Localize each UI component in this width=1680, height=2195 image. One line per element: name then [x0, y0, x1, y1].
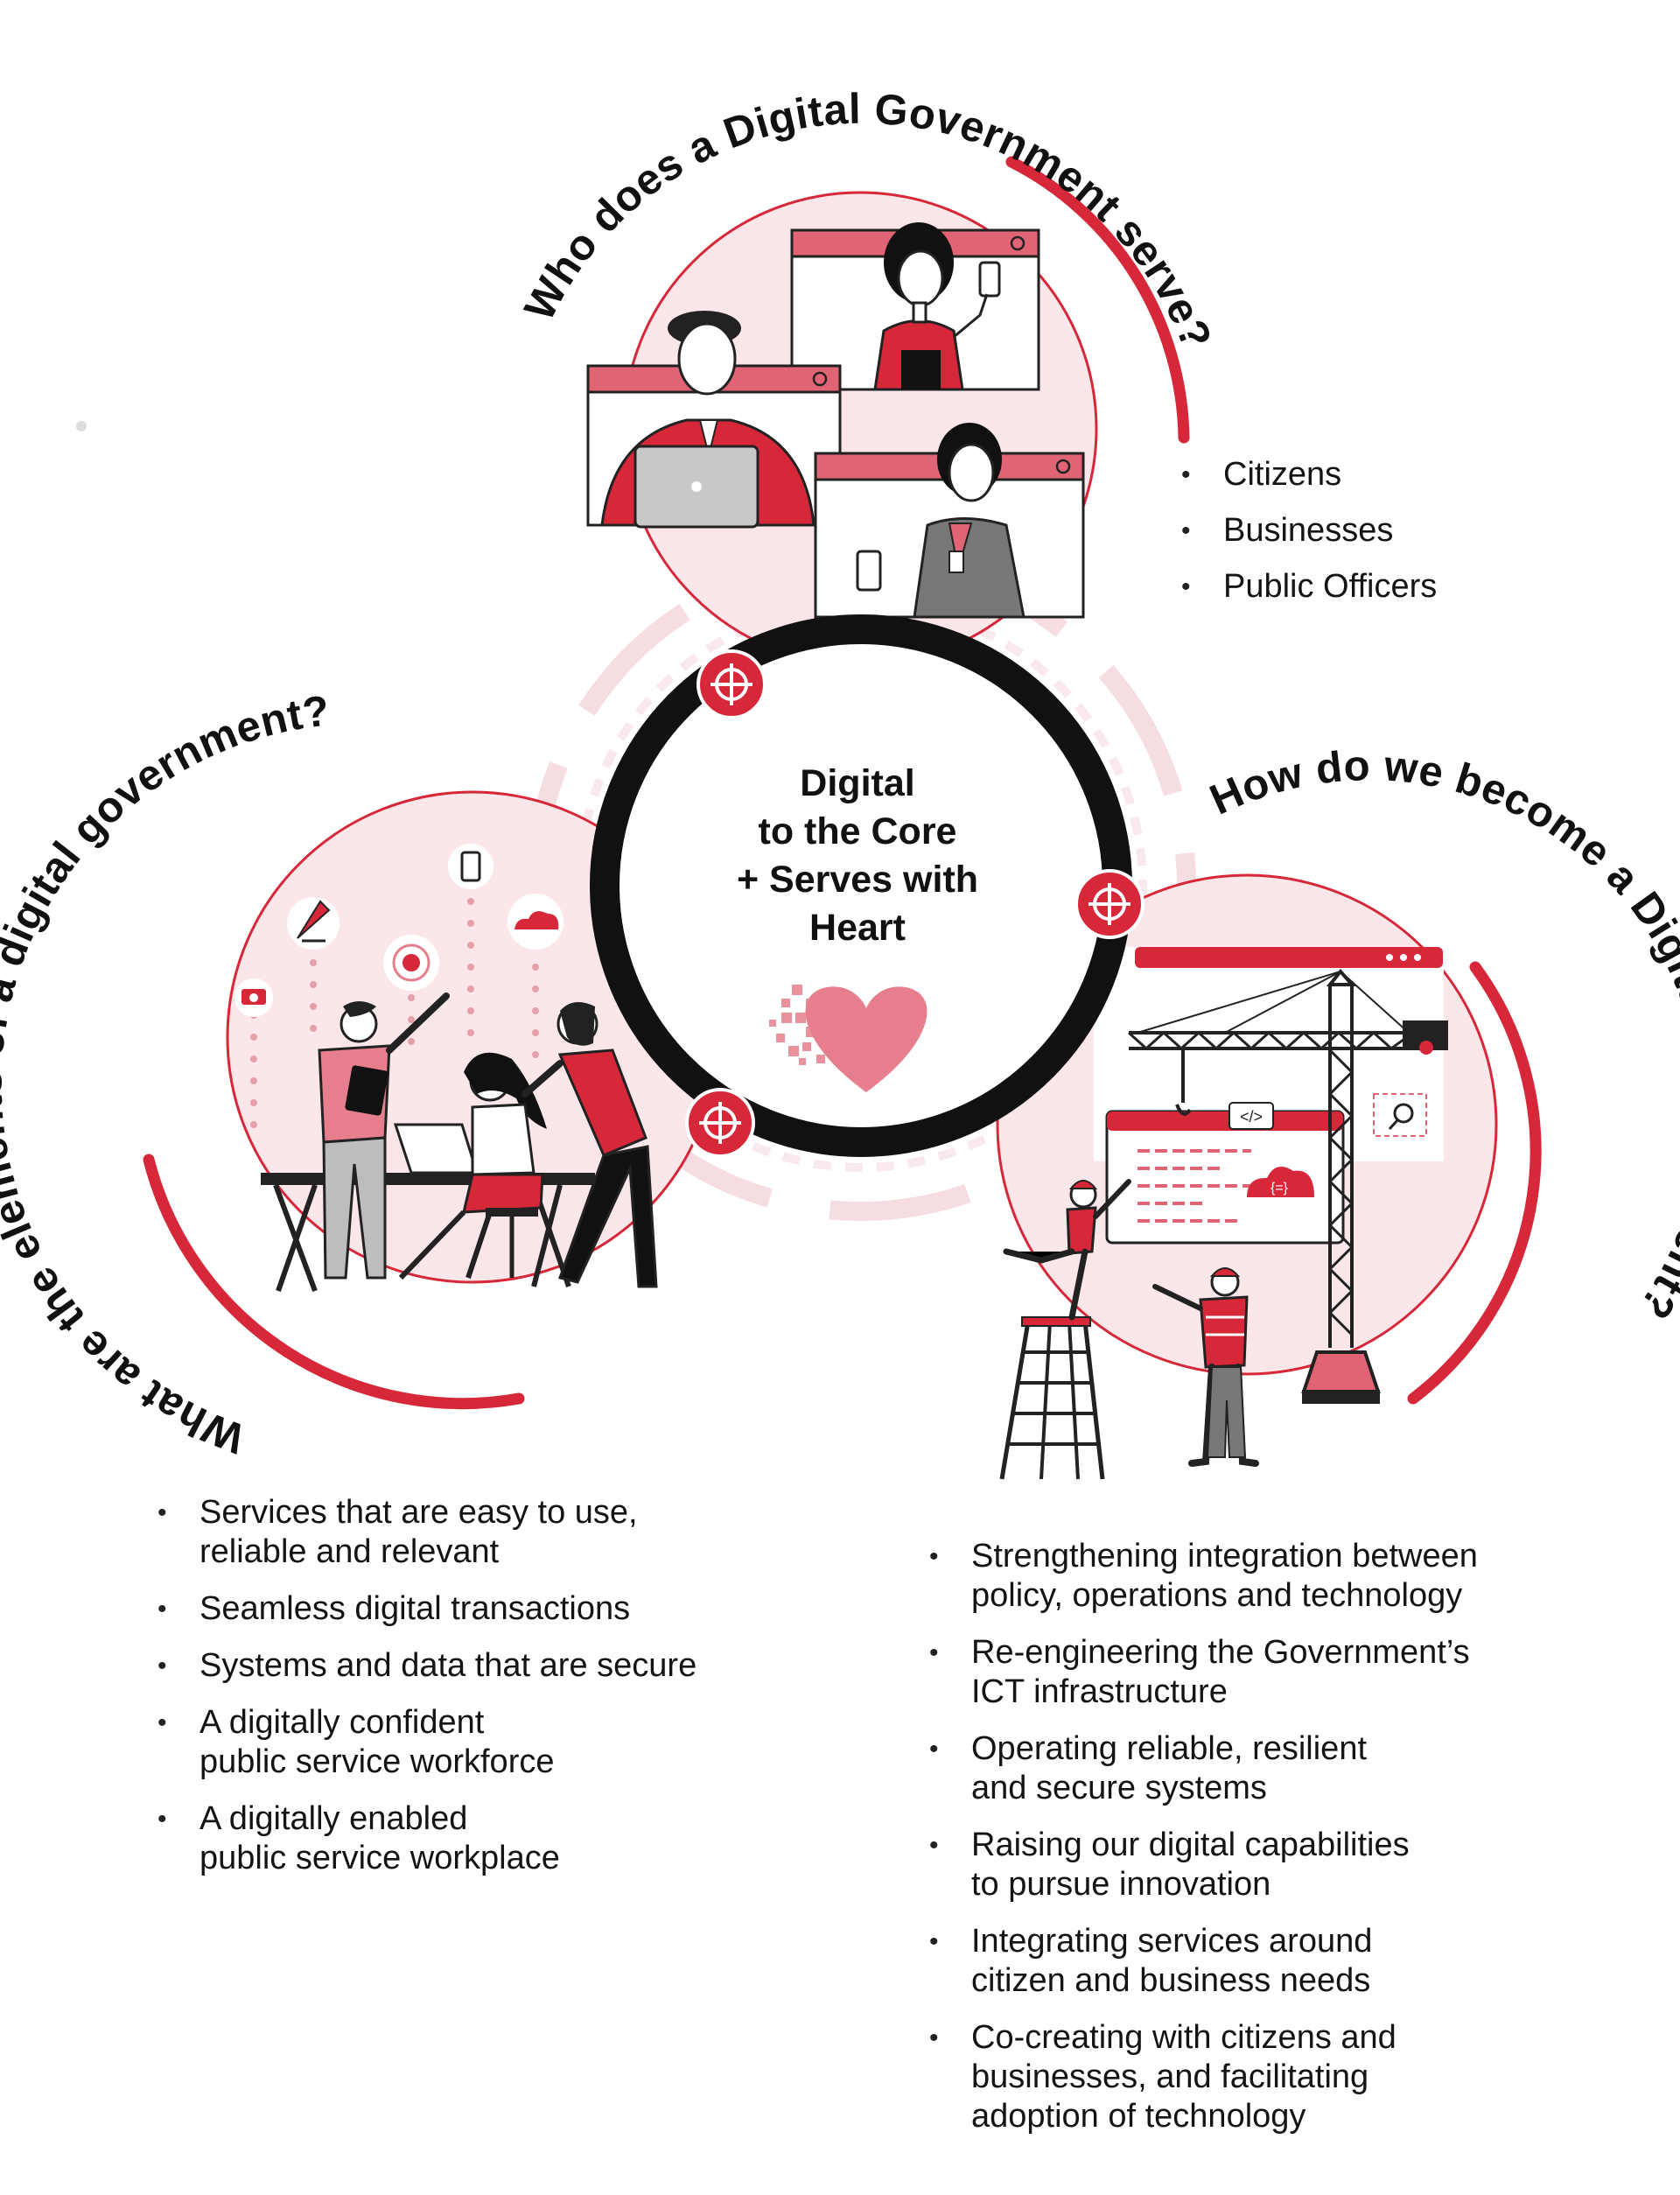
- list-item: Seamless digital transactions: [158, 1589, 696, 1629]
- stray-dot: [76, 421, 87, 431]
- serve-accent-arc: [1005, 156, 1190, 444]
- list-item: Public Officers: [1181, 567, 1437, 607]
- heart-icon: [769, 985, 928, 1092]
- crane-illustration: [1127, 968, 1448, 1404]
- core-line-2: to the Core: [758, 810, 957, 852]
- search-icon: [1388, 1103, 1414, 1131]
- elements-list: Services that are easy to use, reliable …: [158, 1493, 696, 1896]
- crosshair-icon: [1074, 869, 1144, 939]
- digital-government-diagram: Who does a Digital Government serve?: [0, 86, 1680, 1480]
- satellite-icon: [287, 897, 340, 950]
- standing-worker-illustration: [1152, 1267, 1259, 1467]
- officer-window: [814, 423, 1085, 619]
- touch-icon: [383, 935, 439, 991]
- list-item: Integrating services around citizen and …: [929, 1922, 1478, 2001]
- core-line-1: Digital: [800, 762, 915, 804]
- cloud-icon: [1247, 1167, 1314, 1197]
- phone-icon: [448, 844, 494, 889]
- elements-accent-arc: [143, 1154, 525, 1410]
- list-item: Raising our digital capabilities to purs…: [929, 1826, 1478, 1904]
- serve-circle: Who does a Digital Government serve?: [515, 86, 1220, 667]
- list-item: A digitally enabled public service workp…: [158, 1799, 696, 1878]
- core-line-4: Heart: [809, 907, 906, 949]
- crosshair-icon: [685, 1088, 755, 1158]
- serve-list: Citizens Businesses Public Officers: [1181, 455, 1437, 623]
- list-item: Systems and data that are secure: [158, 1646, 696, 1686]
- camera-icon: [234, 978, 273, 1017]
- list-item: Strengthening integration between policy…: [929, 1537, 1478, 1616]
- list-item: Businesses: [1181, 511, 1437, 551]
- become-list: Strengthening integration between policy…: [929, 1537, 1478, 2154]
- list-item: Co-creating with citizens and businesses…: [929, 2018, 1478, 2136]
- list-item: A digitally confident public service wor…: [158, 1703, 696, 1782]
- business-window: [586, 311, 842, 529]
- team-at-desk-illustration: [261, 992, 658, 1293]
- list-item: Services that are easy to use, reliable …: [158, 1493, 696, 1572]
- code-window: </> {=}: [1105, 1102, 1345, 1245]
- list-item: Operating reliable, resilient and secure…: [929, 1729, 1478, 1808]
- list-item: Re-engineering the Government’s ICT infr…: [929, 1633, 1478, 1712]
- core-line-3: + Serves with: [736, 859, 979, 901]
- become-accent-arc: [1407, 961, 1542, 1405]
- cloud-icon: [508, 894, 564, 950]
- cloud-tag: {=}: [1270, 1181, 1289, 1196]
- crosshair-icon: [696, 649, 766, 719]
- citizen-window: [790, 222, 1040, 391]
- core-message: Digital to the Core + Serves with Heart: [691, 760, 1024, 952]
- phone-icon: [978, 261, 1001, 298]
- code-tag: </>: [1240, 1108, 1263, 1126]
- worker-on-ladder-illustration: [999, 1179, 1131, 1480]
- list-item: Citizens: [1181, 455, 1437, 494]
